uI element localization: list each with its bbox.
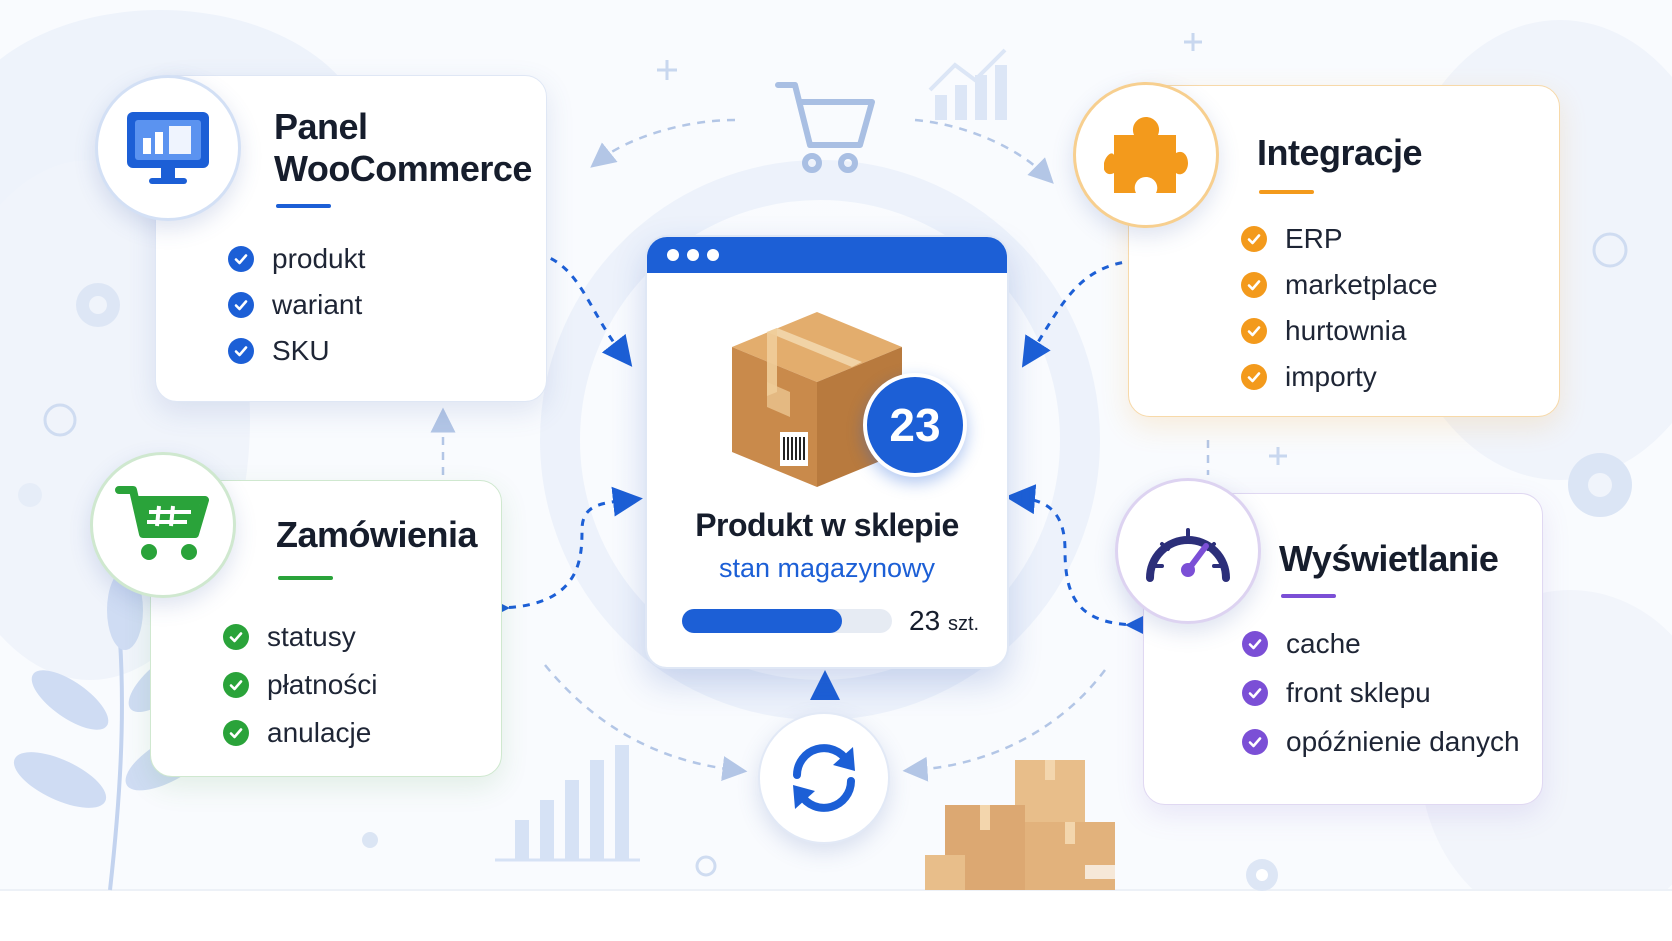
product-subtitle: stan magazynowy bbox=[718, 553, 936, 583]
check-icon bbox=[228, 246, 254, 272]
list-item: wariant bbox=[228, 282, 365, 328]
puzzle-icon bbox=[1073, 82, 1219, 228]
list-item-label: ERP bbox=[1285, 223, 1343, 254]
check-icon bbox=[1241, 318, 1267, 344]
list-item-label: marketplace bbox=[1285, 269, 1438, 300]
check-icon bbox=[1241, 272, 1267, 298]
list-item: marketplace bbox=[1241, 262, 1438, 308]
stock-progress-fill bbox=[682, 609, 842, 633]
list-item-label: produkt bbox=[272, 243, 366, 274]
stacked-boxes-decoration bbox=[925, 760, 1115, 890]
stock-quantity: 23 szt. bbox=[909, 605, 979, 637]
list-item-label: wariant bbox=[272, 289, 363, 320]
integrations-title: Integracje bbox=[1257, 132, 1423, 173]
list-item-label: importy bbox=[1285, 361, 1377, 392]
check-icon bbox=[1242, 728, 1268, 755]
gear-decoration-left bbox=[76, 283, 120, 327]
display-title: Wyświetlanie bbox=[1279, 538, 1499, 579]
list-item: produkt bbox=[228, 236, 365, 282]
integrations-items: ERP marketplace hurtownia importy bbox=[1241, 216, 1438, 400]
list-item: front sklepu bbox=[1242, 668, 1520, 717]
list-item-label: opóźnienie danych bbox=[1286, 725, 1520, 757]
quantity-unit: szt. bbox=[947, 613, 980, 635]
list-item: płatności bbox=[223, 661, 378, 709]
check-icon bbox=[1242, 630, 1268, 657]
check-icon bbox=[223, 720, 249, 746]
product-card: Produkt w sklepie stan magazynowy 23 szt… bbox=[645, 235, 1009, 669]
shopping-cart-icon bbox=[90, 452, 236, 598]
list-item: ERP bbox=[1241, 216, 1438, 262]
list-item-label: front sklepu bbox=[1286, 676, 1431, 708]
integrations-underline bbox=[1259, 190, 1314, 194]
panel-title: Panel WooCommerce bbox=[274, 106, 532, 190]
window-titlebar bbox=[647, 237, 1007, 273]
panel-title-line2: WooCommerce bbox=[274, 148, 532, 189]
cart-outline-icon bbox=[775, 82, 875, 173]
growth-chart-decoration bbox=[928, 48, 1007, 120]
stock-progress-bar bbox=[682, 609, 892, 633]
list-item-label: SKU bbox=[272, 335, 330, 366]
bar-chart-decoration bbox=[495, 745, 640, 862]
list-item-label: płatności bbox=[267, 669, 378, 700]
window-dot bbox=[667, 249, 679, 261]
gear-decoration-right bbox=[1568, 453, 1632, 517]
integrations-card: Integracje ERP marketplace hurtownia imp… bbox=[1128, 85, 1560, 417]
list-item: hurtownia bbox=[1241, 308, 1438, 354]
gear-decoration-bottom bbox=[1246, 859, 1278, 891]
quantity-value: 23 bbox=[909, 605, 941, 636]
sync-icon bbox=[758, 712, 890, 844]
speedometer-icon bbox=[1115, 478, 1261, 624]
panel-underline bbox=[276, 204, 331, 208]
window-dot bbox=[707, 249, 719, 261]
display-items: cache front sklepu opóźnienie danych bbox=[1242, 619, 1520, 766]
orders-title: Zamówienia bbox=[276, 514, 478, 555]
list-item: importy bbox=[1241, 354, 1438, 400]
list-item: cache bbox=[1242, 619, 1520, 668]
list-item: anulacje bbox=[223, 709, 378, 757]
orders-items: statusy płatności anulacje bbox=[223, 613, 378, 757]
list-item: SKU bbox=[228, 328, 365, 374]
check-icon bbox=[1241, 226, 1267, 252]
check-icon bbox=[228, 292, 254, 318]
list-item-label: anulacje bbox=[267, 717, 372, 748]
panel-title-line1: Panel bbox=[274, 106, 368, 147]
list-item-label: hurtownia bbox=[1285, 315, 1407, 346]
orders-underline bbox=[278, 576, 333, 580]
check-icon bbox=[1241, 364, 1267, 390]
list-item: opóźnienie danych bbox=[1242, 717, 1520, 766]
display-underline bbox=[1281, 594, 1336, 598]
check-icon bbox=[223, 672, 249, 698]
stock-count-badge: 23 bbox=[863, 373, 967, 477]
check-icon bbox=[228, 338, 254, 364]
list-item-label: cache bbox=[1286, 627, 1361, 659]
list-item-label: statusy bbox=[267, 621, 356, 652]
monitor-dashboard-icon bbox=[95, 75, 241, 221]
check-icon bbox=[223, 624, 249, 650]
check-icon bbox=[1242, 679, 1268, 706]
window-dot bbox=[687, 249, 699, 261]
product-title: Produkt w sklepie bbox=[695, 507, 959, 543]
panel-items: produkt wariant SKU bbox=[228, 236, 365, 374]
list-item: statusy bbox=[223, 613, 378, 661]
